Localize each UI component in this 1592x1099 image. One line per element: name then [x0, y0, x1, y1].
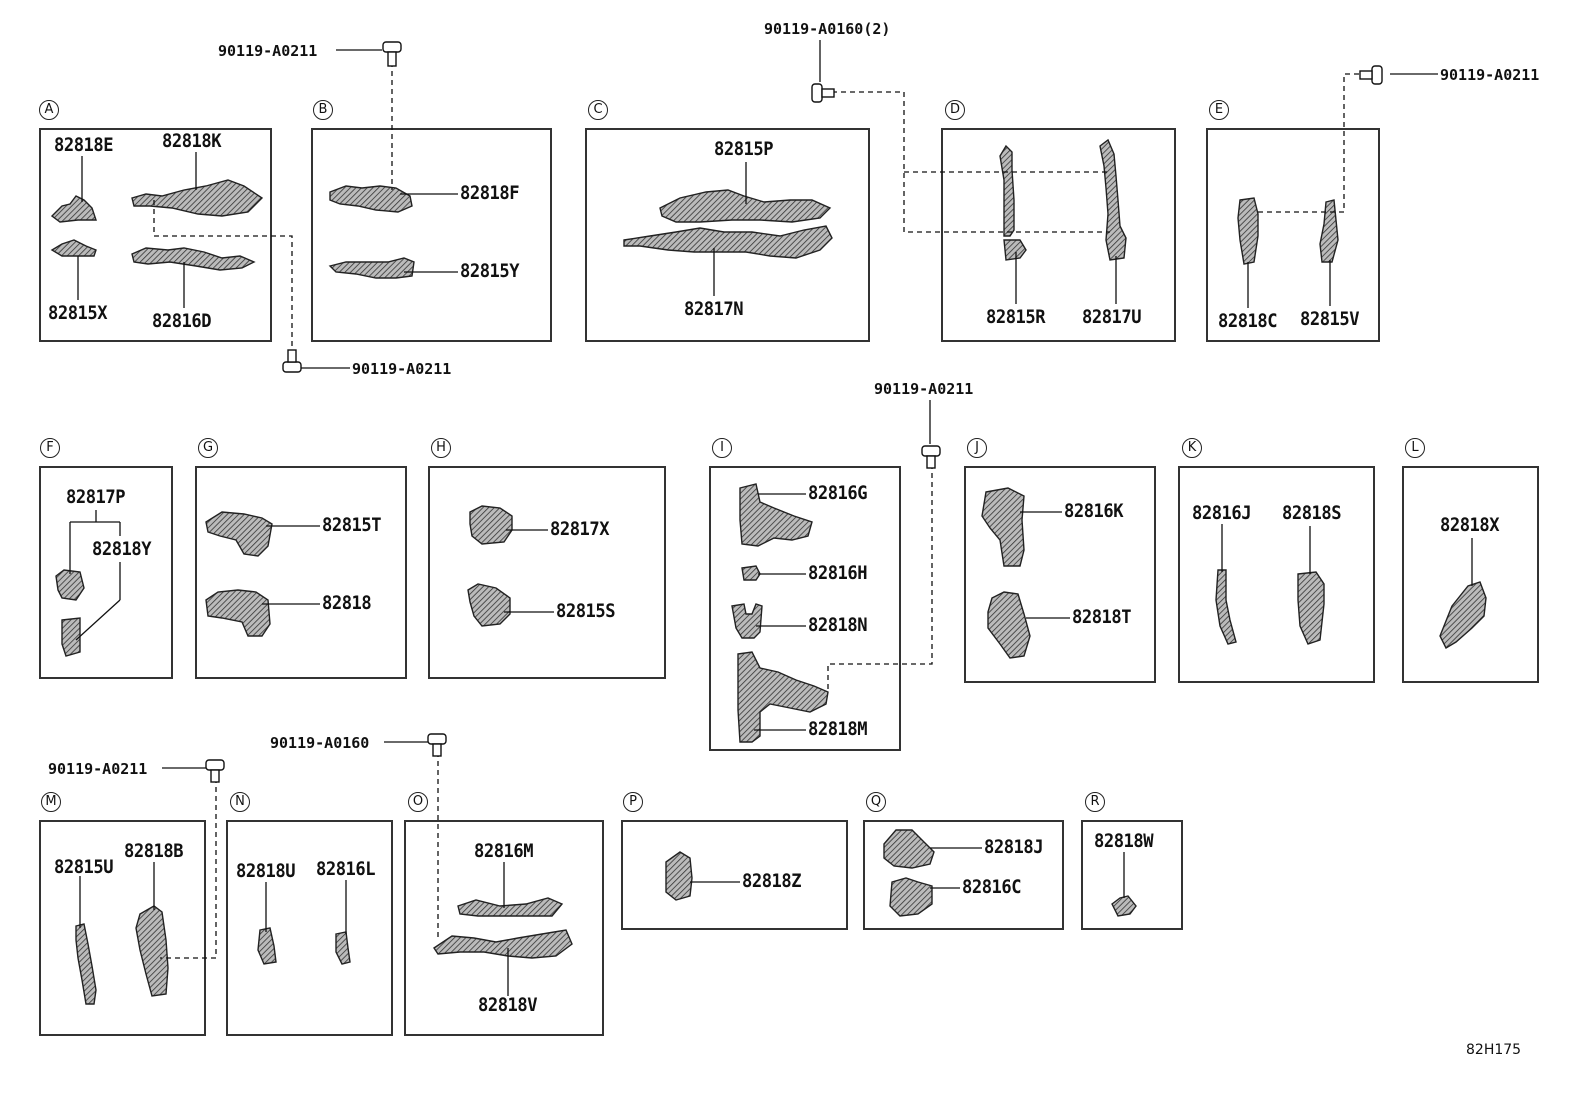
- bolt-icon-a0211-m: [205, 759, 225, 783]
- section-letter-f: F: [40, 438, 60, 458]
- part-label-82815P: 82815P: [714, 138, 774, 160]
- bolt-label-a0211-mid-i: 90119-A0211: [874, 380, 974, 398]
- part-label-82816K: 82816K: [1064, 500, 1124, 522]
- part-label-82816J: 82816J: [1192, 502, 1252, 524]
- section-letter-o: O: [408, 792, 428, 812]
- section-letter-n: N: [230, 792, 250, 812]
- bolt-label-a0211-m: 90119-A0211: [48, 760, 148, 778]
- part-label-82818N: 82818N: [808, 614, 868, 636]
- section-letter-b: B: [313, 100, 333, 120]
- part-label-82818E: 82818E: [54, 134, 114, 156]
- section-o-box: [404, 820, 604, 1036]
- part-label-82818Z: 82818Z: [742, 870, 802, 892]
- part-label-82818C: 82818C: [1218, 310, 1278, 332]
- section-g-box: [195, 466, 407, 679]
- bolt-label-a0160-o: 90119-A0160: [270, 734, 370, 752]
- bolt-icon-a0211-bottom-a: [282, 349, 302, 373]
- section-letter-p: P: [623, 792, 643, 812]
- part-label-82818V: 82818V: [478, 994, 538, 1016]
- part-label-82818S: 82818S: [1282, 502, 1342, 524]
- section-i-box: [709, 466, 901, 751]
- section-c-box: [585, 128, 870, 342]
- part-label-82818U: 82818U: [236, 860, 296, 882]
- bolt-icon-a0211-mid-i: [921, 445, 941, 469]
- section-f-box: [39, 466, 173, 679]
- section-r-box: [1081, 820, 1183, 930]
- bolt-icon-a0160-o: [427, 733, 447, 757]
- section-letter-r: R: [1085, 792, 1105, 812]
- part-label-82818M: 82818M: [808, 718, 868, 740]
- part-label-82817U: 82817U: [1082, 306, 1142, 328]
- part-label-82818X: 82818X: [1440, 514, 1500, 536]
- part-label-82815U: 82815U: [54, 856, 114, 878]
- bolt-label-a0211-top-b: 90119-A0211: [218, 42, 318, 60]
- section-letter-k: K: [1182, 438, 1202, 458]
- part-label-82818: 82818: [322, 592, 372, 614]
- section-letter-j: J: [967, 438, 987, 458]
- section-letter-a: A: [39, 100, 59, 120]
- bolt-icon-a0160-top: [811, 83, 835, 103]
- bolt-label-a0211-top-e: 90119-A0211: [1440, 66, 1540, 84]
- part-label-82818B: 82818B: [124, 840, 184, 862]
- bolt-icon-a0211-top-b: [382, 41, 402, 67]
- part-label-82816H: 82816H: [808, 562, 868, 584]
- section-h-box: [428, 466, 666, 679]
- part-label-82816D: 82816D: [152, 310, 212, 332]
- part-label-82816C: 82816C: [962, 876, 1022, 898]
- bolt-label-a0211-bottom-a: 90119-A0211: [352, 360, 452, 378]
- section-n-box: [226, 820, 393, 1036]
- part-label-82815T: 82815T: [322, 514, 382, 536]
- section-j-box: [964, 466, 1156, 683]
- part-label-82815V: 82815V: [1300, 308, 1360, 330]
- section-letter-e: E: [1209, 100, 1229, 120]
- section-b-box: [311, 128, 552, 342]
- section-letter-i: I: [712, 438, 732, 458]
- part-label-82817N: 82817N: [684, 298, 744, 320]
- section-l-box: [1402, 466, 1539, 683]
- part-label-82815X: 82815X: [48, 302, 108, 324]
- bolt-icon-a0211-top-e: [1359, 65, 1383, 85]
- part-label-82818J: 82818J: [984, 836, 1044, 858]
- section-letter-h: H: [431, 438, 451, 458]
- part-label-82815R: 82815R: [986, 306, 1046, 328]
- bolt-label-a0160-2-top: 90119-A0160(2): [764, 20, 891, 38]
- part-label-82818T: 82818T: [1072, 606, 1132, 628]
- part-label-82818K: 82818K: [162, 130, 222, 152]
- part-label-82817P: 82817P: [66, 486, 126, 508]
- part-label-82815Y: 82815Y: [460, 260, 520, 282]
- section-p-box: [621, 820, 848, 930]
- section-k-box: [1178, 466, 1375, 683]
- part-label-82817X: 82817X: [550, 518, 610, 540]
- section-letter-m: M: [41, 792, 61, 812]
- section-letter-c: C: [588, 100, 608, 120]
- part-label-82818Y: 82818Y: [92, 538, 152, 560]
- part-label-82816G: 82816G: [808, 482, 868, 504]
- section-q-box: [863, 820, 1064, 930]
- diagram-code: 82H175: [1466, 1042, 1522, 1058]
- part-label-82818F: 82818F: [460, 182, 520, 204]
- part-label-82815S: 82815S: [556, 600, 616, 622]
- section-letter-l: L: [1405, 438, 1425, 458]
- part-label-82816M: 82816M: [474, 840, 534, 862]
- part-label-82816L: 82816L: [316, 858, 376, 880]
- section-letter-q: Q: [866, 792, 886, 812]
- section-letter-g: G: [198, 438, 218, 458]
- section-letter-d: D: [945, 100, 965, 120]
- part-label-82818W: 82818W: [1094, 830, 1154, 852]
